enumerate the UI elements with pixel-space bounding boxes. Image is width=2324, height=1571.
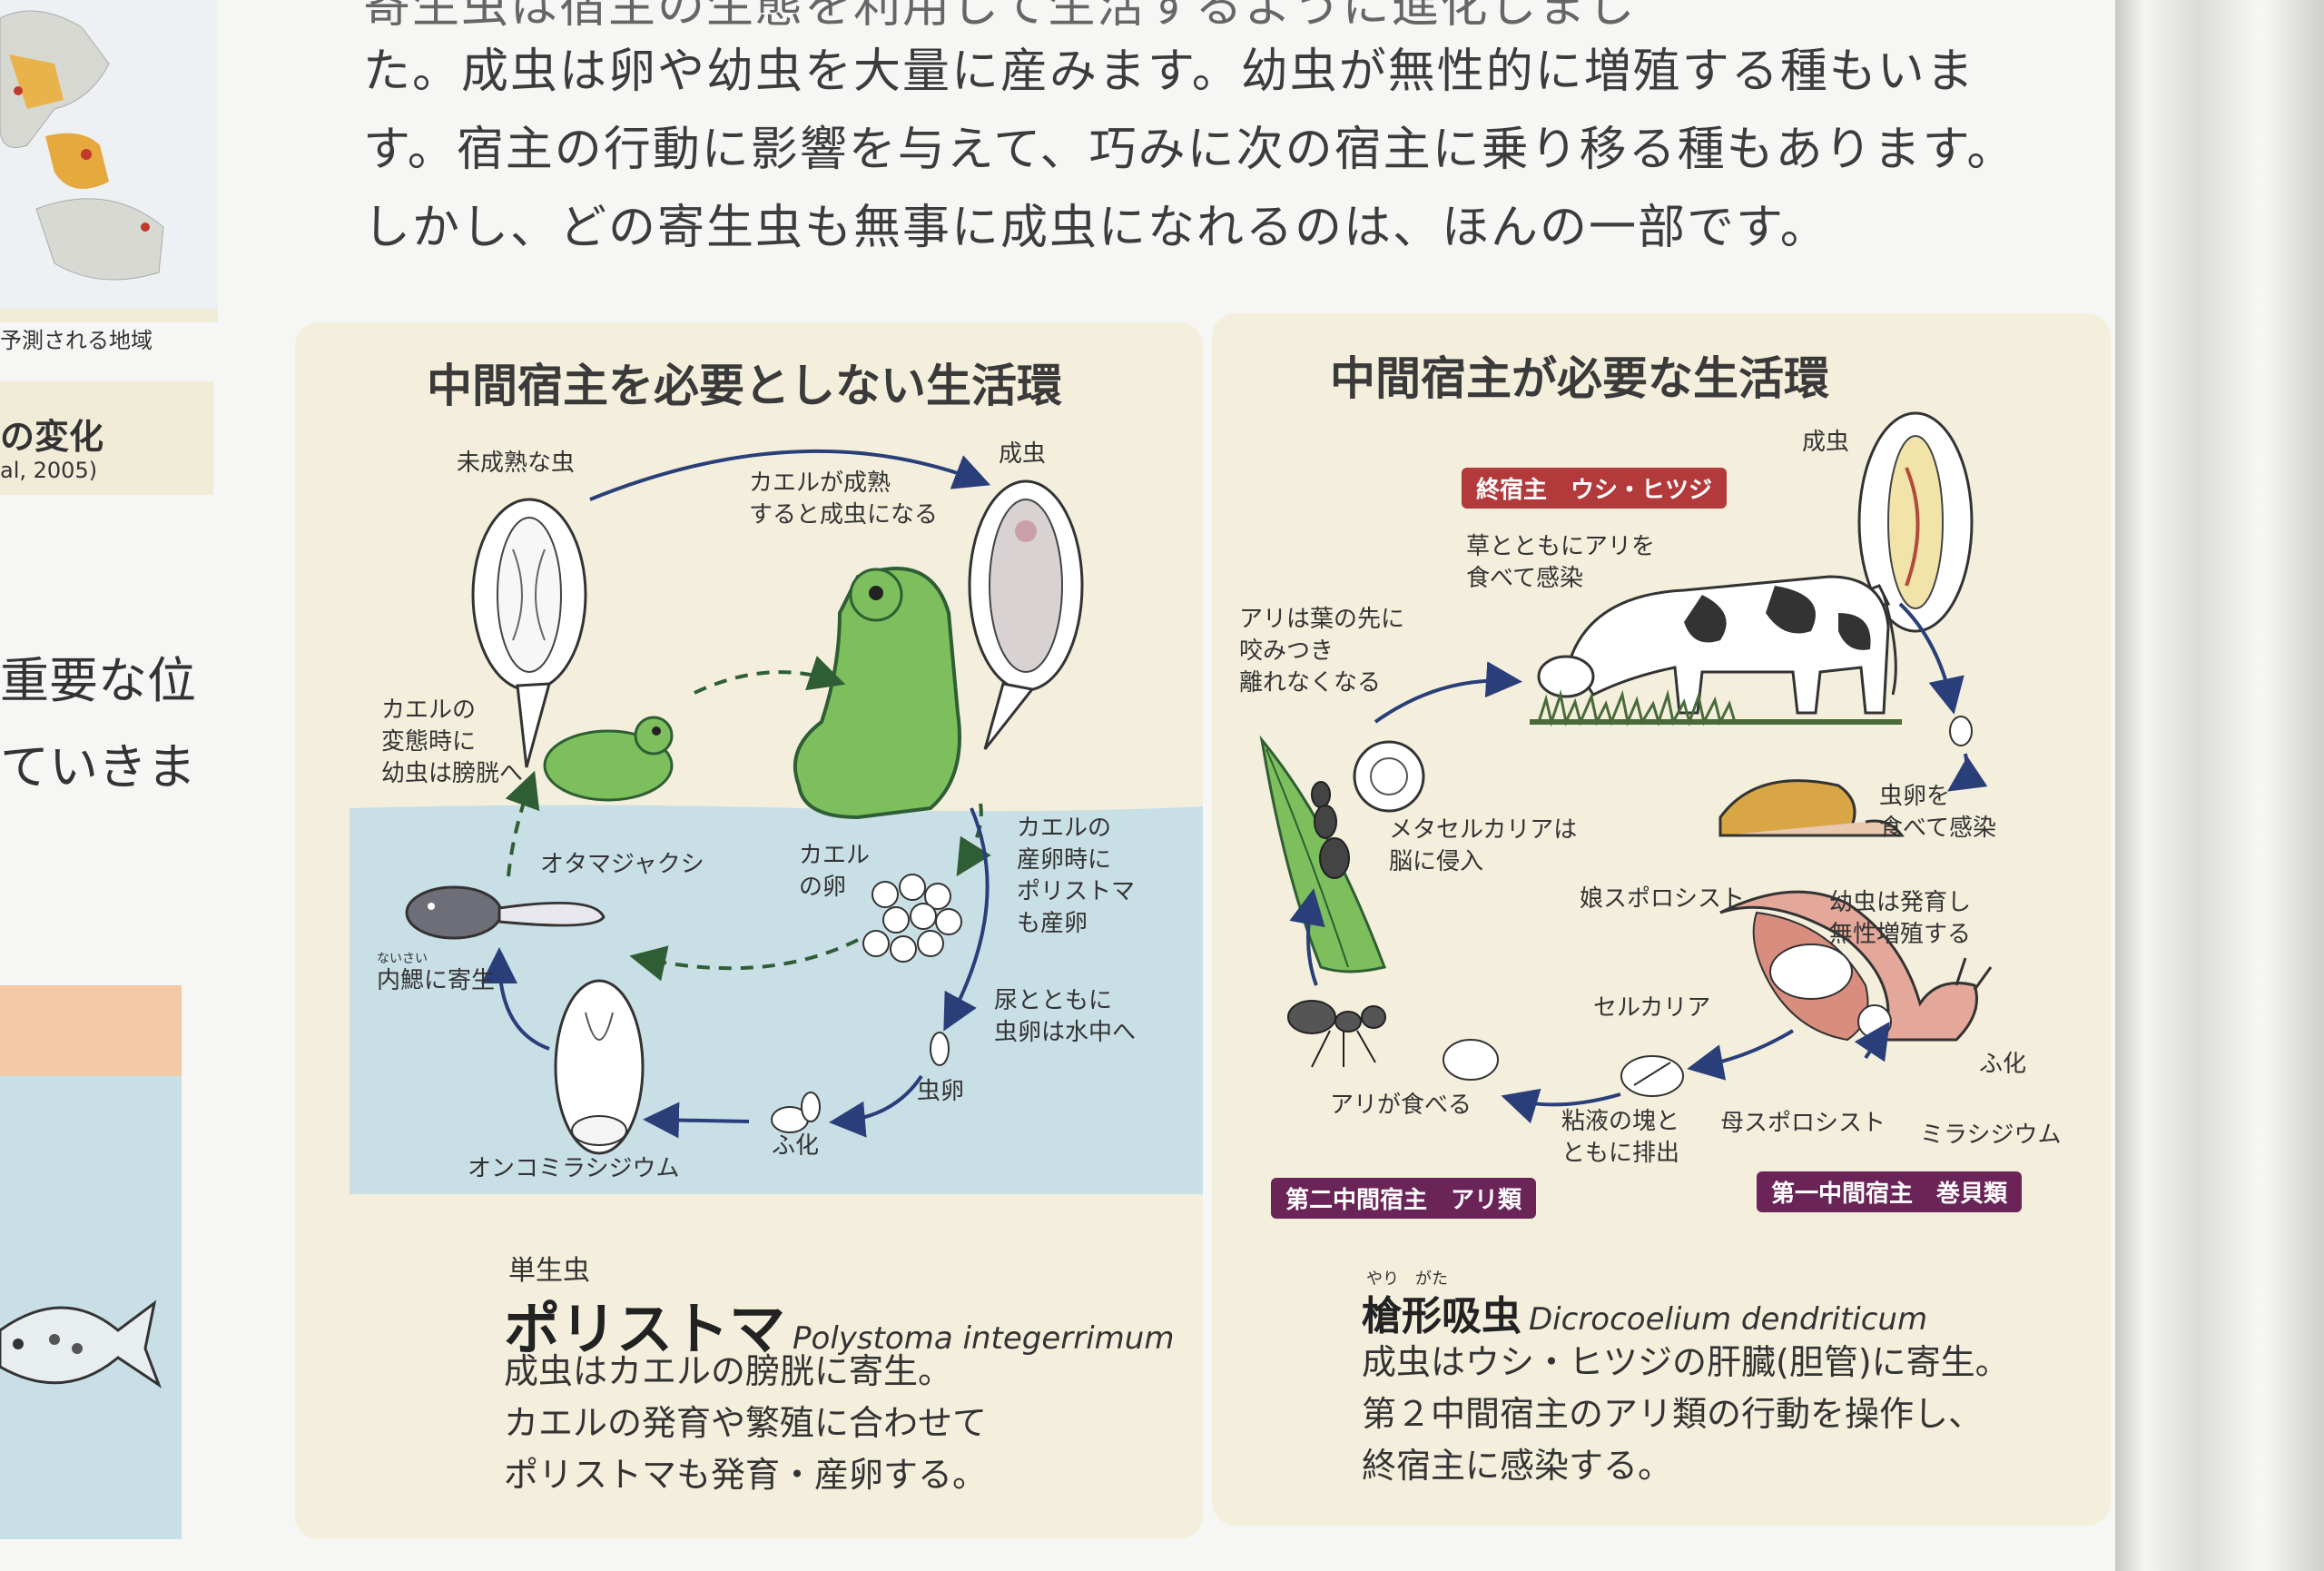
label-daughter-sporocyst: 娘スポロシスト — [1580, 885, 1746, 913]
exhibit-board: 予測される地域 の変化 al, 2005) 重要な位 ていきま 寄生虫は宿主の生… — [0, 0, 2115, 1571]
label-frog-mature: カエルが成熟 すると成虫になる — [749, 469, 939, 529]
small-frog-icon — [543, 716, 674, 802]
label-frog-egg: カエル の卵 — [799, 842, 871, 902]
label-mother-sporocyst: 母スポロシスト — [1720, 1110, 1886, 1137]
oncomiracidium-icon — [554, 979, 645, 1155]
panel2-desc-3: 終宿主に感染する。 — [1362, 1446, 1673, 1486]
panel1-scientific: Polystoma integerrimum — [793, 1320, 1175, 1357]
label-tadpole: オタマジャクシ — [540, 851, 704, 878]
panel2-title: 中間宿主が必要な生活環 — [1330, 352, 1829, 405]
label-worm-egg: 虫卵 — [917, 1078, 965, 1105]
map-fragment: 予測される地域 — [0, 0, 218, 353]
panel1-title: 中間宿主を必要としない生活環 — [427, 360, 1062, 412]
label-miracidium: ミラシジウム — [1920, 1121, 2062, 1149]
label2-hatch: ふ化 — [1979, 1051, 2027, 1078]
wall-frame — [2115, 0, 2324, 1571]
label-egg-infect: 虫卵を 食べて感染 — [1879, 783, 1996, 843]
label-oncomiracidium: オンコミラシジウム — [468, 1155, 680, 1182]
tag-first-host: 第一中間宿主 巻貝類 — [1757, 1171, 2023, 1212]
label-asexual: 幼虫は発育し 無性増殖する — [1829, 889, 1972, 949]
panel1-desc-3: ポリストマも発育・産卵する。 — [504, 1455, 988, 1495]
cercaria-icon — [1620, 1055, 1684, 1097]
fish-illustration-fragment — [0, 985, 182, 1539]
ant-on-leaf-icon — [1311, 781, 1350, 879]
label-immature: 未成熟な虫 — [457, 450, 576, 477]
hatch-icon — [771, 1092, 821, 1133]
big-frog-icon — [793, 567, 961, 820]
panel-direct-life-cycle: 中間宿主を必要としない生活環 — [295, 322, 1203, 1539]
panel2-scientific: Dicrocoelium dendriticum — [1529, 1301, 1928, 1338]
panel2-desc-1: 成虫はウシ・ヒツジの肝臓(胆管)に寄生。 — [1362, 1342, 2010, 1382]
change-title: の変化 — [0, 417, 104, 457]
slime-ball-icon — [1443, 1039, 1499, 1081]
frog-eggs-icon — [862, 874, 962, 963]
tag-final-host: 終宿主 ウシ・ヒツジ — [1462, 468, 1728, 509]
panel2-diagram — [1259, 411, 1993, 1124]
label2-adult: 成虫 — [1802, 429, 1850, 456]
change-fragment: の変化 al, 2005) — [0, 381, 213, 495]
panel2-ruby: やり がた — [1366, 1270, 1448, 1289]
label-internal-gill: 内鰓に寄生 — [377, 967, 496, 994]
panel1-desc-1: 成虫はカエルの膀胱に寄生。 — [504, 1351, 953, 1391]
label-cercaria: セルカリア — [1593, 994, 1711, 1022]
panel-indirect-life-cycle: 中間宿主が必要な生活環 — [1212, 313, 2111, 1526]
label-metacercaria: メタセルカリアは 脳に侵入 — [1389, 816, 1578, 876]
label-adult: 成虫 — [999, 440, 1047, 468]
panel1-diagram — [350, 449, 1203, 1194]
label-hatch: ふ化 — [772, 1132, 820, 1160]
label-slime: 粘液の塊と ともに排出 — [1561, 1108, 1680, 1168]
big-snail-icon — [1719, 890, 1993, 1042]
intro-line-2: す。宿主の行動に影響を与えて、巧みに次の宿主に乗り移る種もあります。 — [363, 123, 2016, 177]
world-map-image — [0, 0, 218, 309]
tadpole-icon — [405, 885, 606, 940]
panel2-desc-2: 第２中間宿主のアリ類の行動を操作し、 — [1362, 1394, 1984, 1434]
intro-line-1: た。成虫は卵や幼虫を大量に産みます。幼虫が無性的に増殖する種もいま — [363, 44, 1975, 99]
panel1-species: ポリストマ — [504, 1296, 786, 1362]
body-fragment-1: 重要な位 — [0, 652, 196, 709]
body-fragment-2: ていきま — [0, 738, 196, 795]
fish-icon — [0, 1299, 162, 1388]
panel1-desc-2: カエルの発育や繁殖に合わせて — [504, 1403, 988, 1443]
label-urine: 尿とともに 虫卵は水中へ — [994, 987, 1137, 1047]
label-metamorph: カエルの 変態時に 幼虫は膀胱へ — [381, 697, 524, 788]
intro-line-0: 寄生虫は宿主の生態を利用して生活するように進化しまし — [363, 0, 1637, 34]
label-spawning: カエルの 産卵時に ポリストマ も産卵 — [1017, 815, 1136, 938]
cow-icon — [1537, 575, 1897, 715]
intro-line-3: しかし、どの寄生虫も無事に成虫になれるのは、ほんの一部です。 — [363, 201, 1829, 255]
tag-second-host: 第二中間宿主 アリ類 — [1271, 1178, 1537, 1219]
panel2-species: 槍形吸虫 — [1362, 1293, 1521, 1339]
label-ant-eats: アリが食べる — [1330, 1092, 1472, 1119]
label-grass-ant: 草とともにアリを 食べて感染 — [1466, 533, 1656, 593]
panel1-category: 単生虫 — [508, 1255, 590, 1287]
citation: al, 2005) — [0, 458, 98, 483]
label-internal-gill-ruby: ないさい — [377, 952, 428, 966]
snail-icon — [1718, 779, 1905, 837]
ant-icon — [1287, 1000, 1386, 1068]
map-caption: 予測される地域 — [0, 328, 153, 353]
label-leaf-bite: アリは葉の先に 咬みつき 離れなくなる — [1239, 606, 1405, 697]
